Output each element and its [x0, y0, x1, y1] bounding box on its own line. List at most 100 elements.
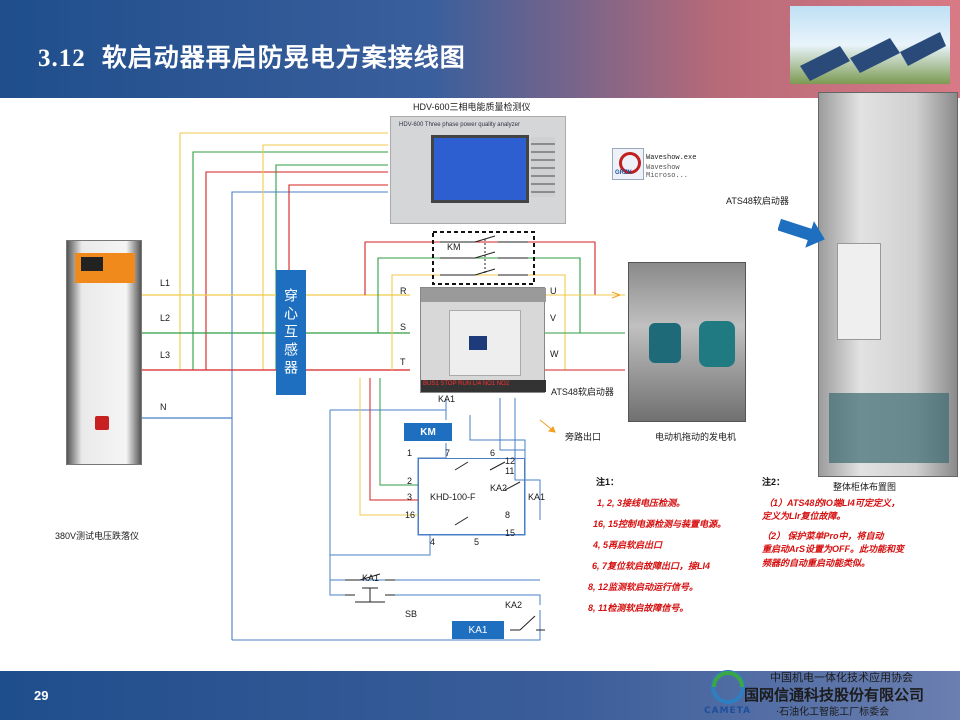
wire-blue-top	[231, 191, 388, 640]
analyzer-screen	[431, 135, 529, 203]
ka1-label-b: KA1	[528, 492, 546, 502]
motor-body	[649, 323, 681, 363]
cameta-logo-text: CAMETA	[704, 706, 752, 716]
ka1-coil-label: KA1	[468, 624, 488, 636]
ats48-mid-label: ATS48软启动器	[551, 387, 614, 397]
software-shortcut[interactable]: GRZK Waveshow.exe Waveshow Microso...	[612, 148, 722, 182]
km-dashed-box	[432, 231, 535, 285]
ka2-label-a: KA2	[490, 483, 508, 493]
motor-gen-label: 电动机拖动的发电机	[655, 432, 737, 442]
page-number: 29	[34, 688, 49, 703]
cabinet-ats48-unit	[837, 243, 881, 340]
ka1-coil: KA1	[452, 621, 504, 639]
terminal-V: V	[550, 313, 557, 323]
ats48-terminal-strip	[421, 380, 546, 392]
pin-6: 6	[490, 448, 496, 458]
ats48-top-label: ATS48软启动器	[726, 196, 789, 206]
notes1-item: 1, 2, 3接线电压检测。	[597, 498, 686, 508]
sb-button-symbol	[345, 587, 395, 603]
notes2-item: 频器的自动重启动能类似。	[762, 558, 871, 568]
org-line1: 中国机电一体化技术应用协会	[770, 671, 913, 684]
pin-1: 1	[407, 448, 413, 458]
km-top-label: KM	[447, 242, 461, 252]
km-coil: KM	[404, 423, 452, 441]
notes1-item: 16, 15控制电源检测与装置电源。	[593, 519, 727, 529]
cabinet-lower-motor	[829, 393, 949, 463]
analyzer-panel-text: HDV-600 Three phase power quality analyz…	[399, 122, 520, 128]
label-L3: L3	[160, 350, 171, 360]
terminal-S: S	[400, 322, 407, 332]
software-logo-icon: GRZK	[612, 148, 644, 180]
software-brand: GRZK	[615, 170, 632, 176]
wire-green-top	[192, 151, 388, 370]
pin-2: 2	[407, 476, 413, 486]
sb-label: SB	[405, 609, 418, 619]
org-line3: ·石油化工智能工厂标委会	[776, 707, 890, 718]
source-device-label: 380V测试电压跌落仪	[55, 531, 140, 541]
notes2-head: 注2：	[762, 477, 786, 487]
current-transformer-box: 穿心互感器	[276, 270, 306, 395]
analyzer-title: HDV-600三相电能质量检测仪	[413, 102, 531, 112]
ct-wires	[499, 398, 541, 520]
label-L2: L2	[160, 313, 171, 323]
notes2-item: （1）ATS48的IO端LI4可定定义，	[764, 498, 900, 508]
motor-arrow-ticks	[611, 291, 621, 299]
slide-title: 3.12 软启动器再启防晃电方案接线图	[38, 38, 466, 74]
generator-body	[699, 321, 735, 367]
cabinet-photo	[818, 92, 958, 477]
notes2-item: 重启动ArS设置为OFF。此功能和变	[762, 544, 905, 554]
pin-3: 3	[407, 492, 413, 502]
ats48-terminal-labels: BUS1 STOP RUN LI4 NO1 NO2	[423, 381, 510, 387]
ka1-label-c: KA1	[362, 573, 380, 583]
ct-label: 穿心互感器	[283, 287, 299, 378]
km-contacts	[440, 235, 528, 276]
control-circuit	[232, 378, 541, 641]
motor-wires	[545, 294, 625, 371]
slide-title-text: 软启动器再启防晃电方案接线图	[101, 43, 466, 72]
software-name1: Waveshow.exe	[646, 154, 697, 162]
pin-5: 5	[474, 537, 480, 547]
tester-display	[81, 257, 103, 271]
notes1-item: 8, 12监测软启动运行信号。	[588, 582, 699, 592]
khd-contacts	[454, 461, 521, 526]
ka2-label-b: KA2	[505, 600, 523, 610]
pin-7: 7	[445, 448, 451, 458]
pin-11: 11	[505, 466, 515, 476]
software-name2: Waveshow Microso...	[646, 164, 689, 180]
pin-8: 8	[505, 510, 511, 520]
ats48-display	[469, 336, 487, 350]
ka2-contact-symbol	[510, 615, 545, 631]
section-number: 3.12	[38, 45, 86, 72]
pin-12: 12	[505, 456, 516, 466]
solar-panel-illustration	[800, 32, 946, 81]
terminal-R: R	[400, 286, 407, 296]
analyzer-photo: HDV-600 Three phase power quality analyz…	[390, 116, 566, 224]
pin-15: 15	[505, 528, 516, 538]
notes1-item: 6, 7复位软启故障出口，接LI4	[592, 561, 711, 571]
org-line2: 国网信通科技股份有限公司	[744, 686, 925, 704]
notes2-item: （2） 保护菜单Pro中，将自动	[762, 531, 884, 541]
ats48-frame-top	[421, 288, 546, 302]
tester-red-switch	[95, 416, 109, 430]
pin-4: 4	[430, 537, 436, 547]
wire-red-top	[205, 171, 388, 370]
km-coil-label: KM	[420, 426, 436, 438]
notes2-item: 定义为LIr复位故障。	[762, 511, 846, 521]
bypass-out-label: 旁路出口	[565, 432, 602, 442]
analyzer-buttons	[531, 137, 555, 197]
terminal-W: W	[550, 349, 559, 359]
notes1-item: 8, 11检测软启故障信号。	[588, 603, 689, 613]
footer-bar	[0, 671, 960, 720]
khd-label: KHD-100-F	[430, 492, 476, 502]
cameta-logo-icon	[711, 670, 745, 704]
cabinet-label: 整体柜体布置图	[833, 482, 897, 492]
pointer-arrow-icon	[778, 218, 825, 248]
notes1-head: 注1：	[596, 477, 620, 487]
label-L1: L1	[160, 278, 171, 288]
khd-100-f-block	[418, 458, 525, 535]
voltage-sag-tester-photo	[66, 240, 142, 465]
ka1-contact-symbol	[345, 573, 395, 581]
notes1-item: 4, 5再启软启出口	[593, 540, 663, 550]
wire-yellow-top	[179, 132, 388, 370]
